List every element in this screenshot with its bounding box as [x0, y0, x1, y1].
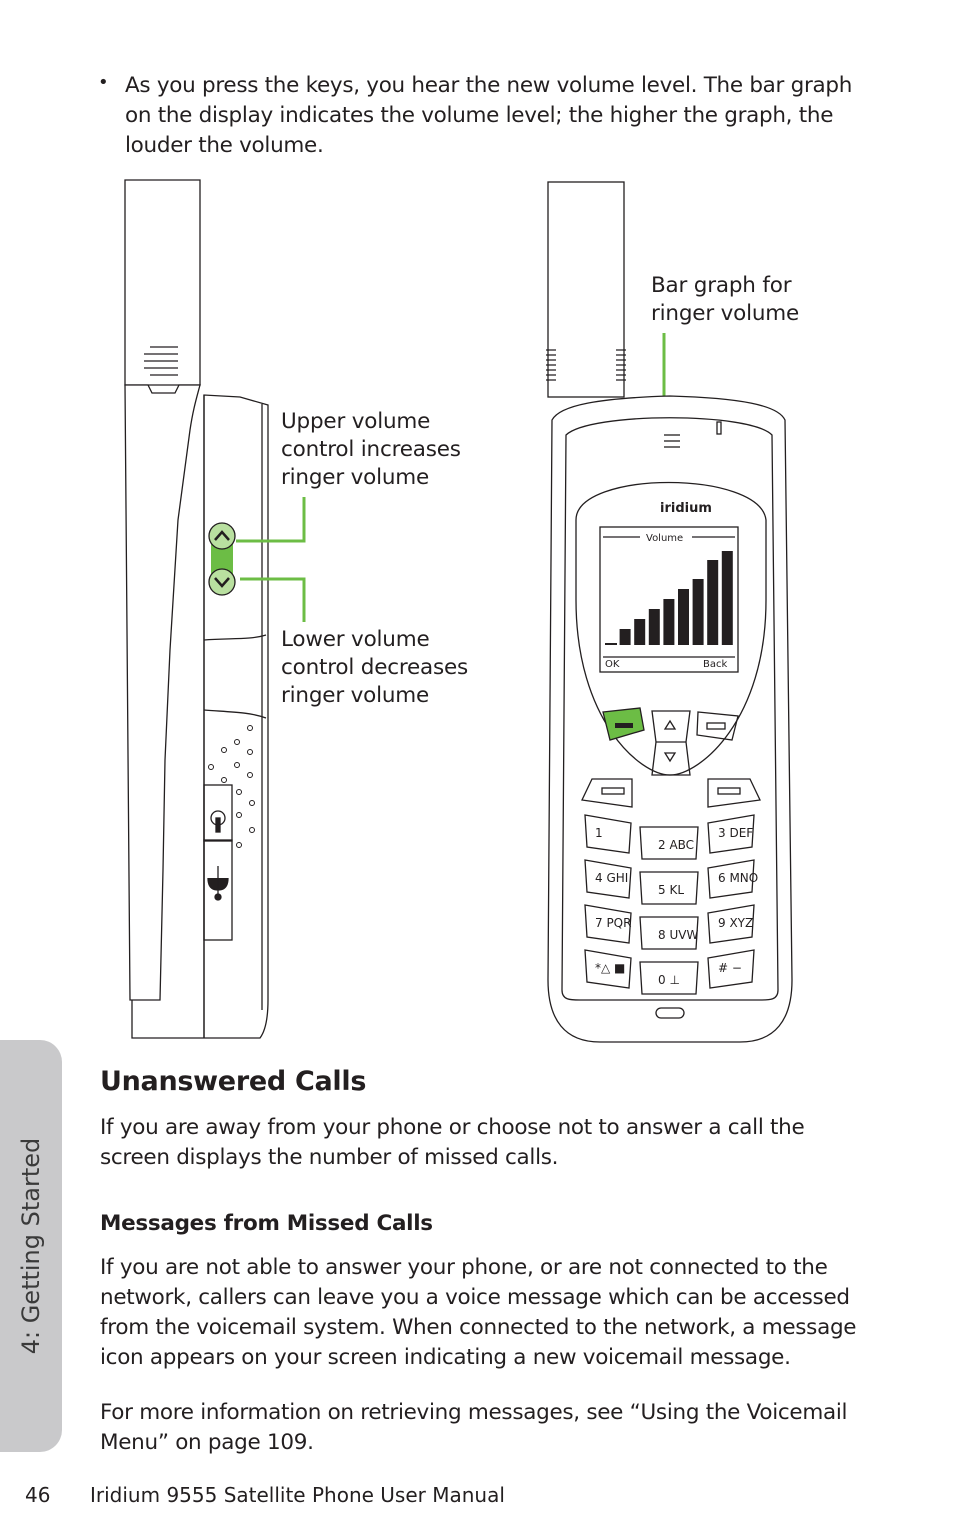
- key-label: 0 ⊥: [658, 973, 680, 987]
- voicemail-paragraph: If you are not able to answer your phone…: [100, 1255, 857, 1370]
- key-label: 1: [595, 826, 603, 840]
- volume-bar: [648, 609, 660, 645]
- screen-title: Volume: [646, 533, 683, 544]
- speaker-grille-icon: [144, 346, 178, 376]
- label-line: ringer volume: [651, 301, 800, 326]
- keypad-key[interactable]: *△ ■: [584, 949, 632, 989]
- subsection-heading: Messages from Missed Calls: [100, 1211, 433, 1236]
- keypad-key[interactable]: 3 DEF: [707, 814, 755, 854]
- key-label: 6 MNO: [718, 871, 758, 885]
- keypad-key[interactable]: 2 ABC: [639, 826, 699, 860]
- volume-bar: [692, 579, 704, 645]
- bullet-marker: •: [98, 72, 109, 93]
- key-label: 7 PQR: [595, 916, 631, 930]
- volume-bar: [721, 551, 733, 645]
- footer-title: Iridium 9555 Satellite Phone User Manual: [90, 1483, 505, 1507]
- volume-down-button: [208, 568, 236, 596]
- intro-bullet-text: As you press the keys, you hear the new …: [125, 73, 853, 158]
- label-line: ringer volume: [281, 683, 430, 708]
- label-bar-graph: Bar graph for ringer volume: [651, 272, 799, 328]
- phone-front-view: 1 2 ABC 3 DEF 4 GHI 5 KL 6 MNO 7 PQR 8 UVW 9 XYZ…: [546, 181, 793, 1043]
- keypad-key[interactable]: 9 XYZ: [707, 904, 755, 944]
- key-label: 2 ABC: [658, 838, 694, 852]
- key-label: 4 GHI: [595, 871, 628, 885]
- chapter-tab-label: 4: Getting Started: [17, 1137, 45, 1355]
- label-line: Bar graph for: [651, 273, 792, 298]
- chapter-side-tab: 4: Getting Started: [0, 1040, 62, 1452]
- keypad-key[interactable]: 0 ⊥: [639, 961, 699, 995]
- brand-logo: iridium: [660, 501, 712, 516]
- key-label: 9 XYZ: [718, 916, 753, 930]
- softkey-left-label[interactable]: OK: [605, 659, 620, 670]
- volume-bar: [707, 560, 719, 645]
- label-line: ringer volume: [281, 465, 430, 490]
- volume-bar-graph: [605, 551, 733, 645]
- keypad-key[interactable]: 1: [584, 814, 632, 854]
- antenna-ridges: [546, 349, 626, 381]
- phone-side-view: [124, 179, 269, 1039]
- volume-bar: [605, 643, 617, 645]
- label-lower-volume: Lower volume control decreases ringer vo…: [281, 626, 468, 710]
- volume-bar: [678, 589, 689, 645]
- volume-up-button: [208, 522, 236, 550]
- key-label: *△ ■: [595, 961, 625, 975]
- section-paragraph: If you are away from your phone or choos…: [100, 1115, 805, 1170]
- page-number: 46: [25, 1483, 51, 1507]
- keypad-key[interactable]: 4 GHI: [584, 859, 632, 899]
- volume-bar: [663, 599, 675, 645]
- keypad-key[interactable]: 7 PQR: [584, 904, 632, 944]
- keypad-key[interactable]: 8 UVW: [639, 916, 699, 950]
- volume-bar: [634, 619, 646, 645]
- label-upper-volume: Upper volume control increases ringer vo…: [281, 408, 461, 492]
- more-info-paragraph: For more information on retrieving messa…: [100, 1400, 848, 1455]
- section-heading: Unanswered Calls: [100, 1066, 367, 1097]
- key-label: 5 KL: [658, 883, 684, 897]
- phone-figure: 1 2 ABC 3 DEF 4 GHI 5 KL 6 MNO 7 PQR 8 UVW 9 XYZ…: [124, 179, 793, 1043]
- label-line: control decreases: [281, 655, 469, 680]
- key-label: 3 DEF: [718, 826, 753, 840]
- label-line: control increases: [281, 437, 461, 462]
- keypad-key[interactable]: 5 KL: [639, 871, 699, 905]
- key-label: # −: [718, 961, 742, 975]
- volume-bar: [619, 629, 631, 645]
- key-label: 8 UVW: [658, 928, 698, 942]
- keypad-key[interactable]: 6 MNO: [707, 859, 758, 899]
- label-line: Upper volume: [281, 409, 431, 434]
- softkey-right-label[interactable]: Back: [703, 659, 727, 670]
- keypad-key[interactable]: # −: [707, 949, 755, 989]
- label-line: Lower volume: [281, 627, 430, 652]
